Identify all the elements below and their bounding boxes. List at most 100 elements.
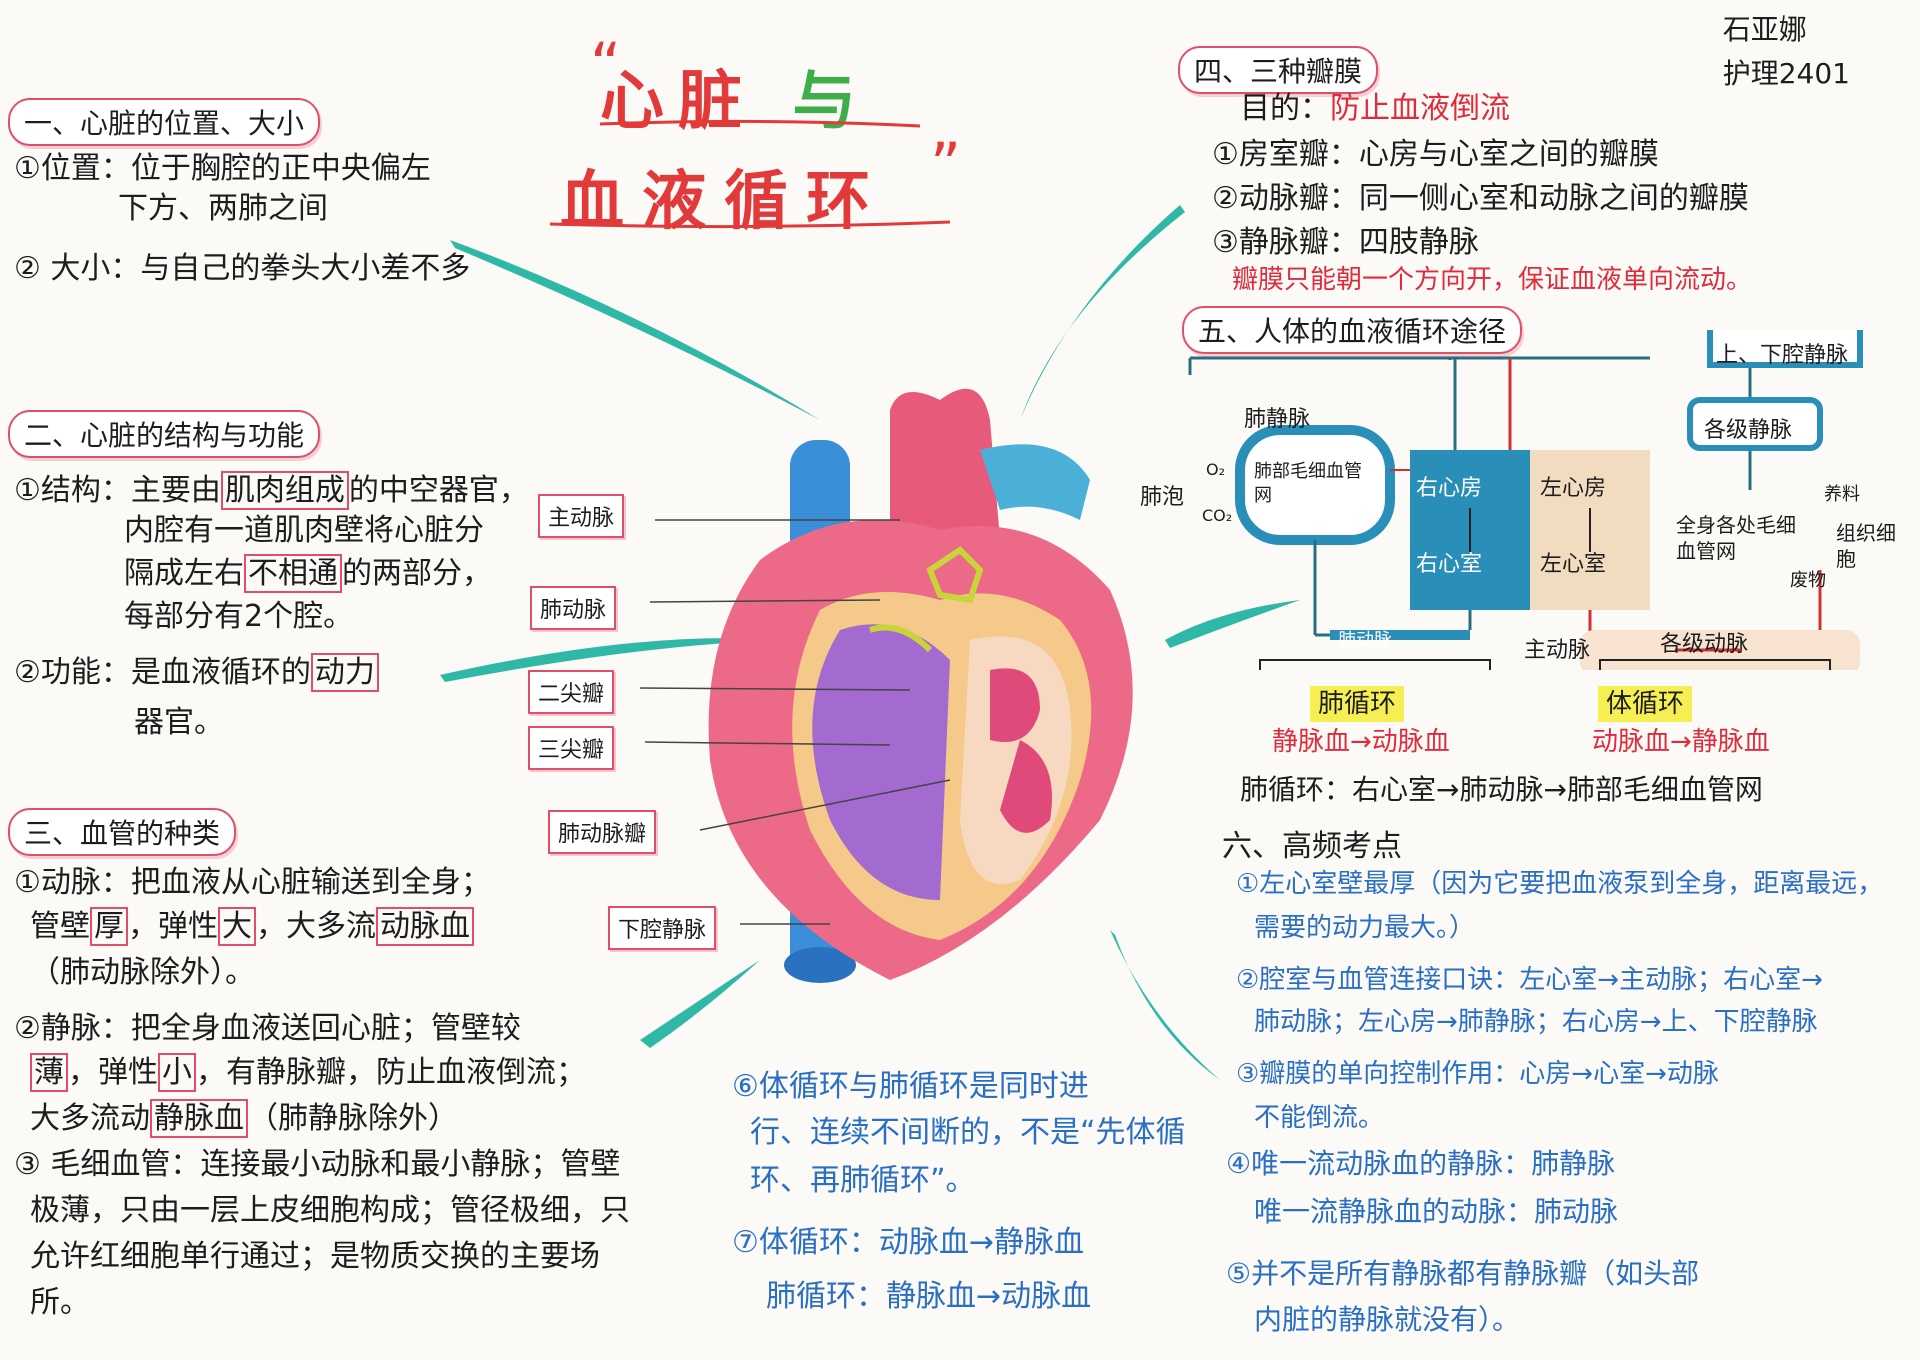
author-class: 护理2401: [1722, 57, 1850, 90]
s2-line4: 每部分有2个腔。: [124, 599, 354, 634]
tricuspid-valve: [869, 624, 933, 653]
pulmonary-artery-shape: [980, 444, 1090, 520]
s6-k3a: ③瓣膜的单向控制作用：心房→心室→动脉: [1236, 1059, 1719, 1089]
s6-k2b: 肺动脉；左心房→肺静脉；右心房→上、下腔静脉: [1254, 1007, 1818, 1037]
dg-pulm-circ: 肺循环: [1310, 686, 1405, 722]
dg-pulm-vein: 肺静脉: [1244, 407, 1311, 432]
papillary-muscle: [1000, 740, 1052, 833]
s7-k7a: ⑦体循环：动脉血→静脉血: [732, 1225, 1085, 1260]
title-underline: [600, 119, 920, 128]
s3-cap-2: 极薄，只由一层上皮细胞构成；管径极细，只: [30, 1193, 630, 1228]
s6-k4b: 唯一流静脉血的动脉：肺动脉: [1254, 1195, 1619, 1228]
s2-title: 二、心脏的结构与功能: [8, 410, 321, 458]
pulmonary-artery-bar: [1330, 630, 1470, 640]
author-name: 石亚娜: [1722, 13, 1807, 46]
dg-arteries: 各级动脉: [1660, 632, 1749, 657]
s6-k5b: 内脏的静脉就没有）。: [1254, 1303, 1521, 1336]
s6-k1a: ①左心室壁最厚（因为它要把血液泵到全身，距离最远，: [1236, 869, 1884, 899]
s6-k1b: 需要的动力最大。）: [1254, 913, 1476, 943]
s4-item1: ①房室瓣：心房与心室之间的瓣膜: [1212, 137, 1659, 172]
stroke-s2: [440, 638, 780, 682]
s2-line5: ②功能：是血液循环的动力: [14, 652, 379, 694]
dg-svc: 上、下腔静脉: [1716, 343, 1849, 368]
s6-title: 六、高频考点: [1222, 829, 1402, 864]
dg-sys-circ: 体循环: [1598, 686, 1693, 722]
title-close-quote: ”: [930, 130, 962, 200]
s4-title: 四、三种瓣膜: [1178, 46, 1379, 94]
dg-lung: 肺泡: [1140, 485, 1185, 510]
s7-k7b: 肺循环：静脉血→动脉血: [766, 1279, 1092, 1314]
title-line1: 心脏 与: [600, 65, 871, 139]
aorta-shape: [890, 388, 1000, 540]
s1-position-b: 下方、两肺之间: [118, 191, 328, 226]
heart-label-pulmonary-valve: 肺动脉瓣: [548, 810, 657, 854]
dg-la: 左心房: [1540, 476, 1607, 501]
s3-title: 三、血管的种类: [8, 808, 237, 856]
dg-aorta: 主动脉: [1524, 638, 1591, 663]
heart-label-ivc: 下腔静脉: [608, 906, 717, 950]
s3-cap-4: 所。: [30, 1285, 90, 1320]
s3-cap-1: ③ 毛细血管：连接最小动脉和最小静脉；管壁: [14, 1147, 621, 1182]
dg-nutrients: 养料: [1824, 484, 1860, 505]
s7-k6c: 环、再肺循环”。: [750, 1163, 976, 1198]
heart-label-mitral-valve: 二尖瓣: [528, 670, 615, 714]
s2-line3: 隔成左右不相通的两部分，: [124, 554, 492, 593]
dg-route: 肺循环：右心室→肺动脉→肺部毛细血管网: [1240, 773, 1763, 806]
s3-cap-3: 允许红细胞单行通过；是物质交换的主要场: [30, 1239, 600, 1274]
stroke-s5: [1165, 600, 1300, 648]
stroke-s3: [640, 960, 760, 1048]
s2-line6: 器官。: [134, 705, 224, 740]
s1-size: ② 大小：与自己的拳头大小差不多: [14, 251, 471, 286]
dg-lung-cap: 肺部毛细血管网: [1254, 461, 1362, 506]
heart-label-tricuspid-valve: 三尖瓣: [528, 726, 615, 770]
s7-k6a: ⑥体循环与肺循环是同时进: [732, 1069, 1089, 1104]
svc-box: [1707, 330, 1863, 368]
dg-sys-change: 动脉血→静脉血: [1592, 727, 1770, 757]
heart-label-aorta: 主动脉: [538, 494, 625, 538]
s6-k4a: ④唯一流动脉血的静脉：肺静脉: [1226, 1147, 1616, 1180]
s4-purpose: 目的：防止血液倒流: [1240, 91, 1510, 126]
s6-k2a: ②腔室与血管连接口诀：左心室→主动脉；右心室→: [1236, 965, 1823, 995]
dg-lv: 左心室: [1540, 552, 1607, 577]
s3-vein-3: 大多流动静脉血（肺静脉除外）: [30, 1099, 458, 1138]
title-underline2: [550, 220, 950, 229]
dg-rv: 右心室: [1416, 552, 1483, 577]
s3-vein-2: 薄，弹性小，有静脉瓣，防止血液倒流；: [30, 1052, 586, 1094]
dg-veins: 各级静脉: [1704, 418, 1793, 443]
s5-title: 五、人体的血液循环途径: [1182, 306, 1523, 354]
s1-title: 一、心脏的位置、大小: [8, 98, 321, 146]
s3-artery-2: 管壁厚，弹性大，大多流动脉血: [30, 906, 474, 948]
dg-waste: 废物: [1790, 570, 1826, 591]
author-block: 石亚娜 护理2401: [1723, 8, 1850, 96]
s1-position-a: ①位置：位于胸腔的正中央偏左: [14, 151, 431, 186]
pulmonary-valve: [926, 546, 984, 604]
stroke-s1: [450, 240, 820, 420]
dg-pulm-artery: 肺动脉: [1338, 630, 1392, 651]
s3-artery-3: （肺动脉除外）。: [30, 955, 255, 990]
heart-illustration: [708, 388, 1133, 983]
s6-k5a: ⑤并不是所有静脉都有静脉瓣（如头部: [1226, 1257, 1700, 1290]
dg-o2: O₂: [1206, 460, 1226, 479]
mitral-valve-tissue: [990, 668, 1040, 742]
veins-box: [1687, 397, 1823, 451]
vena-cava-opening: [784, 947, 856, 983]
dg-pulm-change: 静脉血→动脉血: [1272, 727, 1450, 757]
s4-item3: ③静脉瓣：四肢静脉: [1212, 225, 1479, 260]
circulation-diagram: [1188, 330, 1863, 670]
s6-k3b: 不能倒流。: [1254, 1103, 1385, 1133]
dg-co2: CO₂: [1202, 506, 1233, 525]
s3-artery-1: ①动脉：把血液从心脏输送到全身；: [14, 865, 491, 900]
dg-tissue: 组织细胞: [1836, 521, 1896, 571]
dg-body-cap: 全身各处毛细血管网: [1676, 513, 1796, 563]
s4-note: 瓣膜只能朝一个方向开，保证血液单向流动。: [1232, 265, 1753, 295]
s2-line1: ①结构：主要由肌肉组成的中空器官，: [14, 471, 529, 510]
dg-ra: 右心房: [1416, 476, 1483, 501]
s4-item2: ②动脉瓣：同一侧心室和动脉之间的瓣膜: [1212, 181, 1749, 216]
right-ventricle: [812, 624, 950, 900]
s3-vein-1: ②静脉：把全身血液送回心脏；管壁较: [14, 1011, 521, 1046]
title-open-quote: “: [590, 30, 622, 100]
s7-k6b: 行、连续不间断的，不是“先体循: [750, 1115, 1186, 1150]
heart-label-pulmonary-artery: 肺动脉: [530, 586, 617, 630]
